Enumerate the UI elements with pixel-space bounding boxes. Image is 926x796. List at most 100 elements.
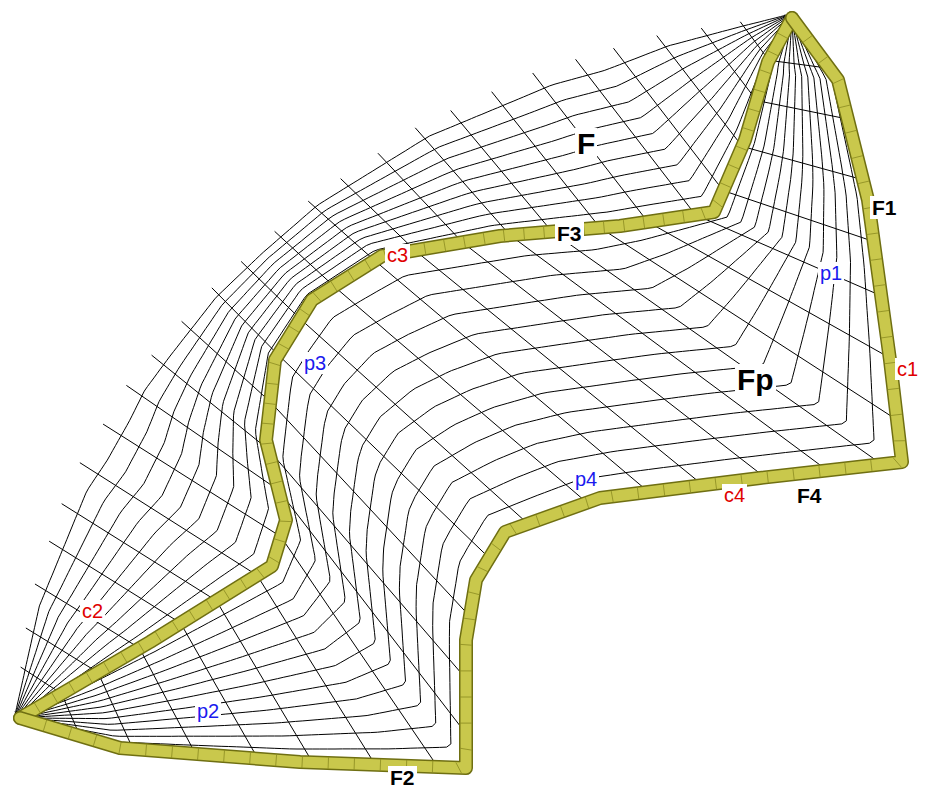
- surface-line: [754, 89, 765, 92]
- surface-line: [257, 569, 264, 578]
- surface-line: [68, 728, 71, 739]
- surface-line: [845, 463, 846, 474]
- surface-line: [17, 16, 788, 714]
- surface-line: [173, 622, 179, 631]
- surface-line: [846, 130, 857, 133]
- surface-line: [262, 423, 273, 425]
- surface-line: [19, 17, 791, 716]
- surface-line: [543, 227, 545, 238]
- face-label: F3: [555, 222, 584, 245]
- surface-line: [713, 200, 722, 207]
- surface-line: [93, 735, 96, 746]
- surface-line: [721, 183, 731, 187]
- curve-label: c4: [722, 484, 747, 506]
- surface-line: [69, 683, 75, 693]
- surface-line: [503, 230, 504, 241]
- surface-line: [715, 478, 716, 489]
- point-label: p2: [195, 700, 221, 722]
- surface-line: [888, 388, 899, 389]
- surface-grid: [15, 15, 792, 718]
- surface-line: [365, 260, 371, 270]
- surface-line: [17, 16, 788, 714]
- surface-line: [561, 506, 565, 516]
- surface-line: [456, 763, 461, 773]
- surface-line: [275, 755, 277, 766]
- surface-line: [768, 51, 778, 56]
- surface-line: [331, 282, 337, 291]
- surface-line: [585, 497, 588, 508]
- surface-line: [16, 16, 786, 714]
- surface-line: [43, 720, 46, 731]
- surface-line: [20, 18, 803, 718]
- surface-line: [20, 18, 792, 718]
- surface-line: [52, 693, 58, 703]
- surface-line: [197, 749, 199, 760]
- surface-line: [623, 220, 624, 231]
- surface-line: [301, 757, 303, 768]
- surface-line: [35, 703, 41, 713]
- surface-line: [894, 458, 901, 466]
- surface-line: [819, 57, 828, 64]
- surface-line: [778, 33, 788, 38]
- surface-line: [300, 309, 309, 315]
- surface-line: [328, 758, 329, 769]
- surface-line: [280, 521, 291, 523]
- face-label: F4: [795, 484, 824, 507]
- surface-line: [261, 443, 272, 444]
- surface-line: [380, 759, 381, 770]
- surface-line: [469, 592, 480, 595]
- surface-line: [19, 17, 790, 716]
- surface-line: [354, 759, 355, 770]
- surface-line: [871, 460, 872, 471]
- surface-line: [729, 165, 739, 169]
- surface-line: [523, 229, 525, 240]
- surface-line: [760, 70, 770, 74]
- surface-line: [483, 233, 485, 244]
- surface-line: [145, 745, 147, 756]
- surface-line: [224, 590, 230, 599]
- face-label: F: [575, 128, 597, 160]
- surface-line: [881, 336, 892, 338]
- surface-line: [492, 544, 501, 551]
- surface-line: [643, 217, 645, 228]
- surface-line: [271, 481, 282, 484]
- surface-line: [858, 181, 869, 184]
- surface-line: [20, 18, 824, 724]
- point-label: p3: [302, 352, 328, 374]
- curve-label: c1: [895, 358, 920, 380]
- surface-line: [736, 146, 746, 150]
- surface-line: [432, 761, 433, 772]
- surface-line: [839, 105, 850, 108]
- surface-line: [20, 18, 792, 718]
- surface-line: [35, 584, 139, 648]
- surface-line: [891, 414, 902, 415]
- surface-line: [20, 18, 851, 736]
- surface-line: [424, 243, 426, 254]
- surface-line: [20, 18, 792, 718]
- surface-line: [190, 611, 196, 620]
- surface-line: [20, 18, 792, 718]
- surface-line: [276, 501, 287, 503]
- surface-line: [15, 15, 792, 718]
- surface-line: [833, 79, 843, 84]
- surface-line: [793, 469, 794, 480]
- face-label: F2: [388, 766, 417, 789]
- surface-line: [249, 753, 251, 764]
- surface-line: [604, 222, 605, 233]
- surface-line: [87, 673, 93, 683]
- curve-label: c3: [385, 244, 410, 266]
- surface-line: [20, 18, 792, 718]
- surface-line: [689, 481, 690, 492]
- surface-line: [289, 326, 298, 332]
- surface-line: [223, 751, 225, 762]
- surface-line: [874, 285, 885, 287]
- surface-line: [611, 491, 613, 502]
- surface-line: [683, 211, 685, 222]
- curve-label: c2: [80, 600, 105, 622]
- surface-line: [20, 18, 902, 768]
- surface-line: [461, 748, 472, 750]
- surface-line: [663, 485, 664, 496]
- surface-line: [207, 600, 213, 609]
- surface-line: [749, 109, 760, 112]
